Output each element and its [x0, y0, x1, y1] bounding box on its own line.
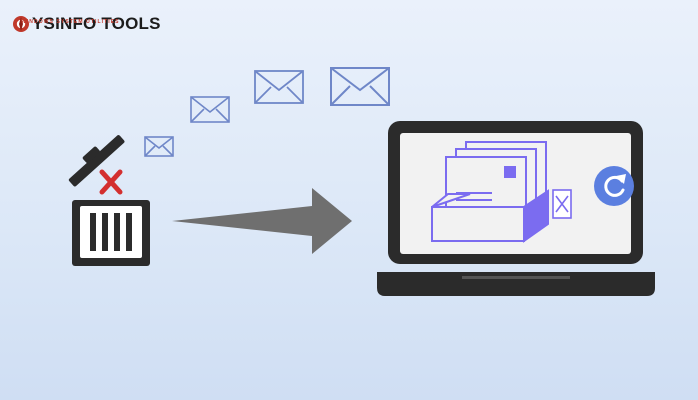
envelope-icon: [330, 67, 390, 106]
logo-mark-icon: [13, 16, 29, 32]
envelope-icon: [144, 136, 174, 157]
exchange-icon: [552, 189, 572, 219]
mailbox-icon: [431, 141, 549, 243]
refresh-icon: [594, 166, 634, 206]
brand-tagline: WINDOWS SYSTEM UTILITIES: [21, 19, 120, 25]
envelope-icon: [190, 96, 230, 123]
delete-x-icon: [99, 169, 123, 195]
arrow-right-icon: [172, 188, 352, 254]
brand-name: YSINFO TOOLS: [32, 14, 161, 33]
brand-logo: YSINFO TOOLS: [12, 11, 161, 37]
envelope-icon: [254, 70, 304, 104]
trash-bin-icon: [68, 135, 150, 266]
